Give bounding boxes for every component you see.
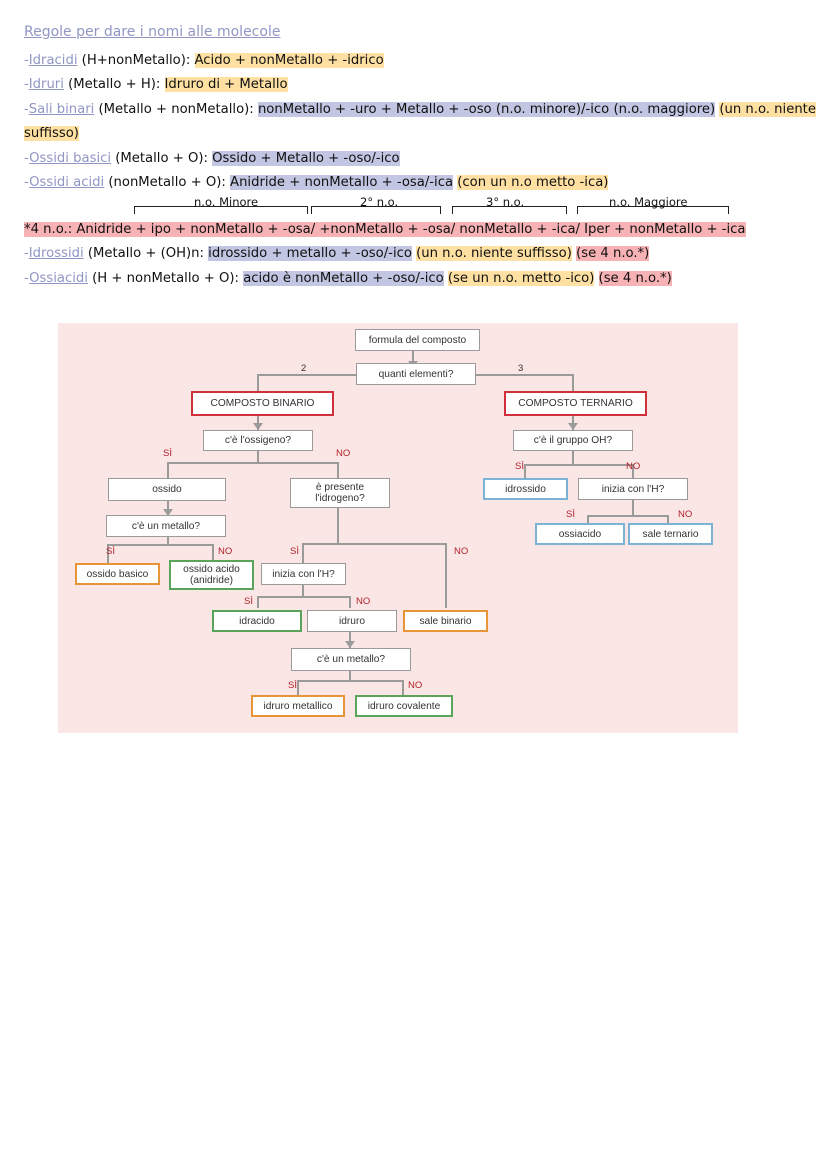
label-si: SÌ: [515, 461, 524, 472]
notes: Regole per dare i nomi alle molecole -Id…: [24, 20, 819, 291]
label-no: NO: [454, 546, 469, 557]
rule-quattro-no: *4 n.o.: Anidride + ipo + nonMetallo + -…: [24, 218, 819, 243]
oxidation-brackets: n.o. Minore 2° n.o. 3° n.o. n.o. Maggior…: [24, 195, 819, 218]
node-composto-ternario: COMPOSTO TERNARIO: [504, 391, 647, 416]
bracket-label: 3° n.o.: [486, 194, 525, 209]
rule-label: Idracidi: [28, 52, 78, 68]
rule-formula: (Metallo + H):: [63, 77, 165, 92]
bracket-label: n.o. Maggiore: [609, 194, 688, 209]
node-inizia-h-binario: inizia con l'H?: [261, 563, 346, 585]
bracket: [311, 205, 441, 214]
flowchart-connectors: [107, 351, 669, 695]
rule-note: (se 4 n.o.*): [576, 246, 650, 261]
node-sale-binario: sale binario: [403, 610, 488, 632]
rule-name: Ossido + Metallo + -oso/-ico: [212, 150, 400, 166]
node-formula: formula del composto: [355, 329, 480, 351]
rule-note: (un n.o. niente suffisso): [416, 246, 572, 261]
rule-ossiacidi: -Ossiacidi (H + nonMetallo + O): acido è…: [24, 270, 672, 286]
label-2: 2: [301, 363, 307, 374]
label-si: SÌ: [106, 546, 115, 557]
node-idruro-covalente: idruro covalente: [355, 695, 453, 717]
node-ossido-basico: ossido basico: [75, 563, 160, 585]
rule-note: (se un n.o. metto -ico): [447, 270, 595, 286]
bracket-label: 2° n.o.: [360, 194, 399, 209]
rule-formula: (H+nonMetallo):: [77, 52, 195, 68]
label-no: NO: [678, 509, 693, 520]
rule-label: Ossiacidi: [29, 270, 88, 286]
node-sale-ternario: sale ternario: [628, 523, 713, 545]
label-si: SÌ: [288, 680, 297, 691]
rule-formula: (Metallo + O):: [111, 150, 213, 166]
rule-name: Anidride + nonMetallo + -osa/-ica: [230, 175, 454, 190]
node-ossigeno: c'è l'ossigeno?: [203, 430, 313, 451]
node-quanti-elementi: quanti elementi?: [356, 363, 476, 385]
label-no: NO: [218, 546, 233, 557]
rule-ossidi-basici: -Ossidi basici (Metallo + O): Ossido + M…: [24, 150, 400, 166]
node-idruro-metallico: idruro metallico: [251, 695, 345, 717]
node-inizia-h-ternario: inizia con l'H?: [578, 478, 688, 500]
rule-note: (se 4 n.o.*): [598, 270, 672, 286]
rule-formula: (H + nonMetallo + O):: [87, 270, 244, 286]
rule-label: Ossidi acidi: [29, 175, 105, 190]
rule-formula: (nonMetallo + O):: [104, 175, 231, 190]
label-no: NO: [408, 680, 423, 691]
label-si: SÌ: [244, 596, 253, 607]
node-presente-idrogeno: è presente l'idrogeno?: [290, 478, 390, 508]
rule-idracidi: -Idracidi (H+nonMetallo): Acido + nonMet…: [24, 52, 384, 68]
rule-sali-binari: -Sali binari (Metallo + nonMetallo): non…: [24, 101, 816, 141]
rule-formula: (Metallo + (OH)n:: [83, 246, 209, 261]
rule-label: Idrossidi: [28, 246, 84, 261]
rule-ossidi-acidi: -Ossidi acidi (nonMetallo + O): Anidride…: [24, 175, 609, 190]
label-no: NO: [626, 461, 641, 472]
rule-label: Idruri: [28, 77, 64, 92]
rule-label: Sali binari: [28, 101, 95, 117]
rule-formula: (Metallo + nonMetallo):: [94, 101, 258, 117]
node-ossido: ossido: [108, 478, 226, 501]
node-gruppo-oh: c'è il gruppo OH?: [513, 430, 633, 451]
rule-name: idrossido + metallo + -oso/-ico: [208, 246, 412, 261]
node-idruro: idruro: [307, 610, 397, 632]
rule-name: Idruro di + Metallo: [164, 77, 288, 92]
label-3: 3: [518, 363, 524, 374]
rule-name: *4 n.o.: Anidride + ipo + nonMetallo + -…: [24, 221, 746, 237]
node-composto-binario: COMPOSTO BINARIO: [191, 391, 334, 416]
node-idracido: idracido: [212, 610, 302, 632]
bracket-label: n.o. Minore: [194, 194, 259, 209]
bracket: [577, 205, 729, 214]
label-no: NO: [356, 596, 371, 607]
label-si: SÌ: [566, 509, 575, 520]
notes-title: Regole per dare i nomi alle molecole: [24, 24, 281, 40]
bracket: [452, 205, 567, 214]
rule-idrossidi: -Idrossidi (Metallo + (OH)n: idrossido +…: [24, 246, 650, 261]
rule-note: (con un n.o metto -ica): [457, 175, 609, 190]
label-si: SÌ: [163, 448, 172, 459]
node-idrossido: idrossido: [483, 478, 568, 500]
node-ossido-acido: ossido acido (anidride): [169, 560, 254, 590]
label-no: NO: [336, 448, 351, 459]
node-metallo-q1: c'è un metallo?: [106, 515, 226, 537]
rule-label: Ossidi basici: [29, 150, 112, 166]
node-metallo-q2: c'è un metallo?: [291, 648, 411, 671]
rule-name: acido è nonMetallo + -oso/-ico: [243, 270, 444, 286]
rule-name: Acido + nonMetallo + -idrico: [194, 52, 384, 68]
rule-idruri: -Idruri (Metallo + H): Idruro di + Metal…: [24, 77, 288, 92]
label-si: SÌ: [290, 546, 299, 557]
rule-name: nonMetallo + -uro + Metallo + -oso (n.o.…: [257, 101, 716, 117]
bracket: [134, 205, 308, 214]
naming-flowchart: formula del composto quanti elementi? 2 …: [58, 323, 738, 733]
node-ossiacido: ossiacido: [535, 523, 625, 545]
